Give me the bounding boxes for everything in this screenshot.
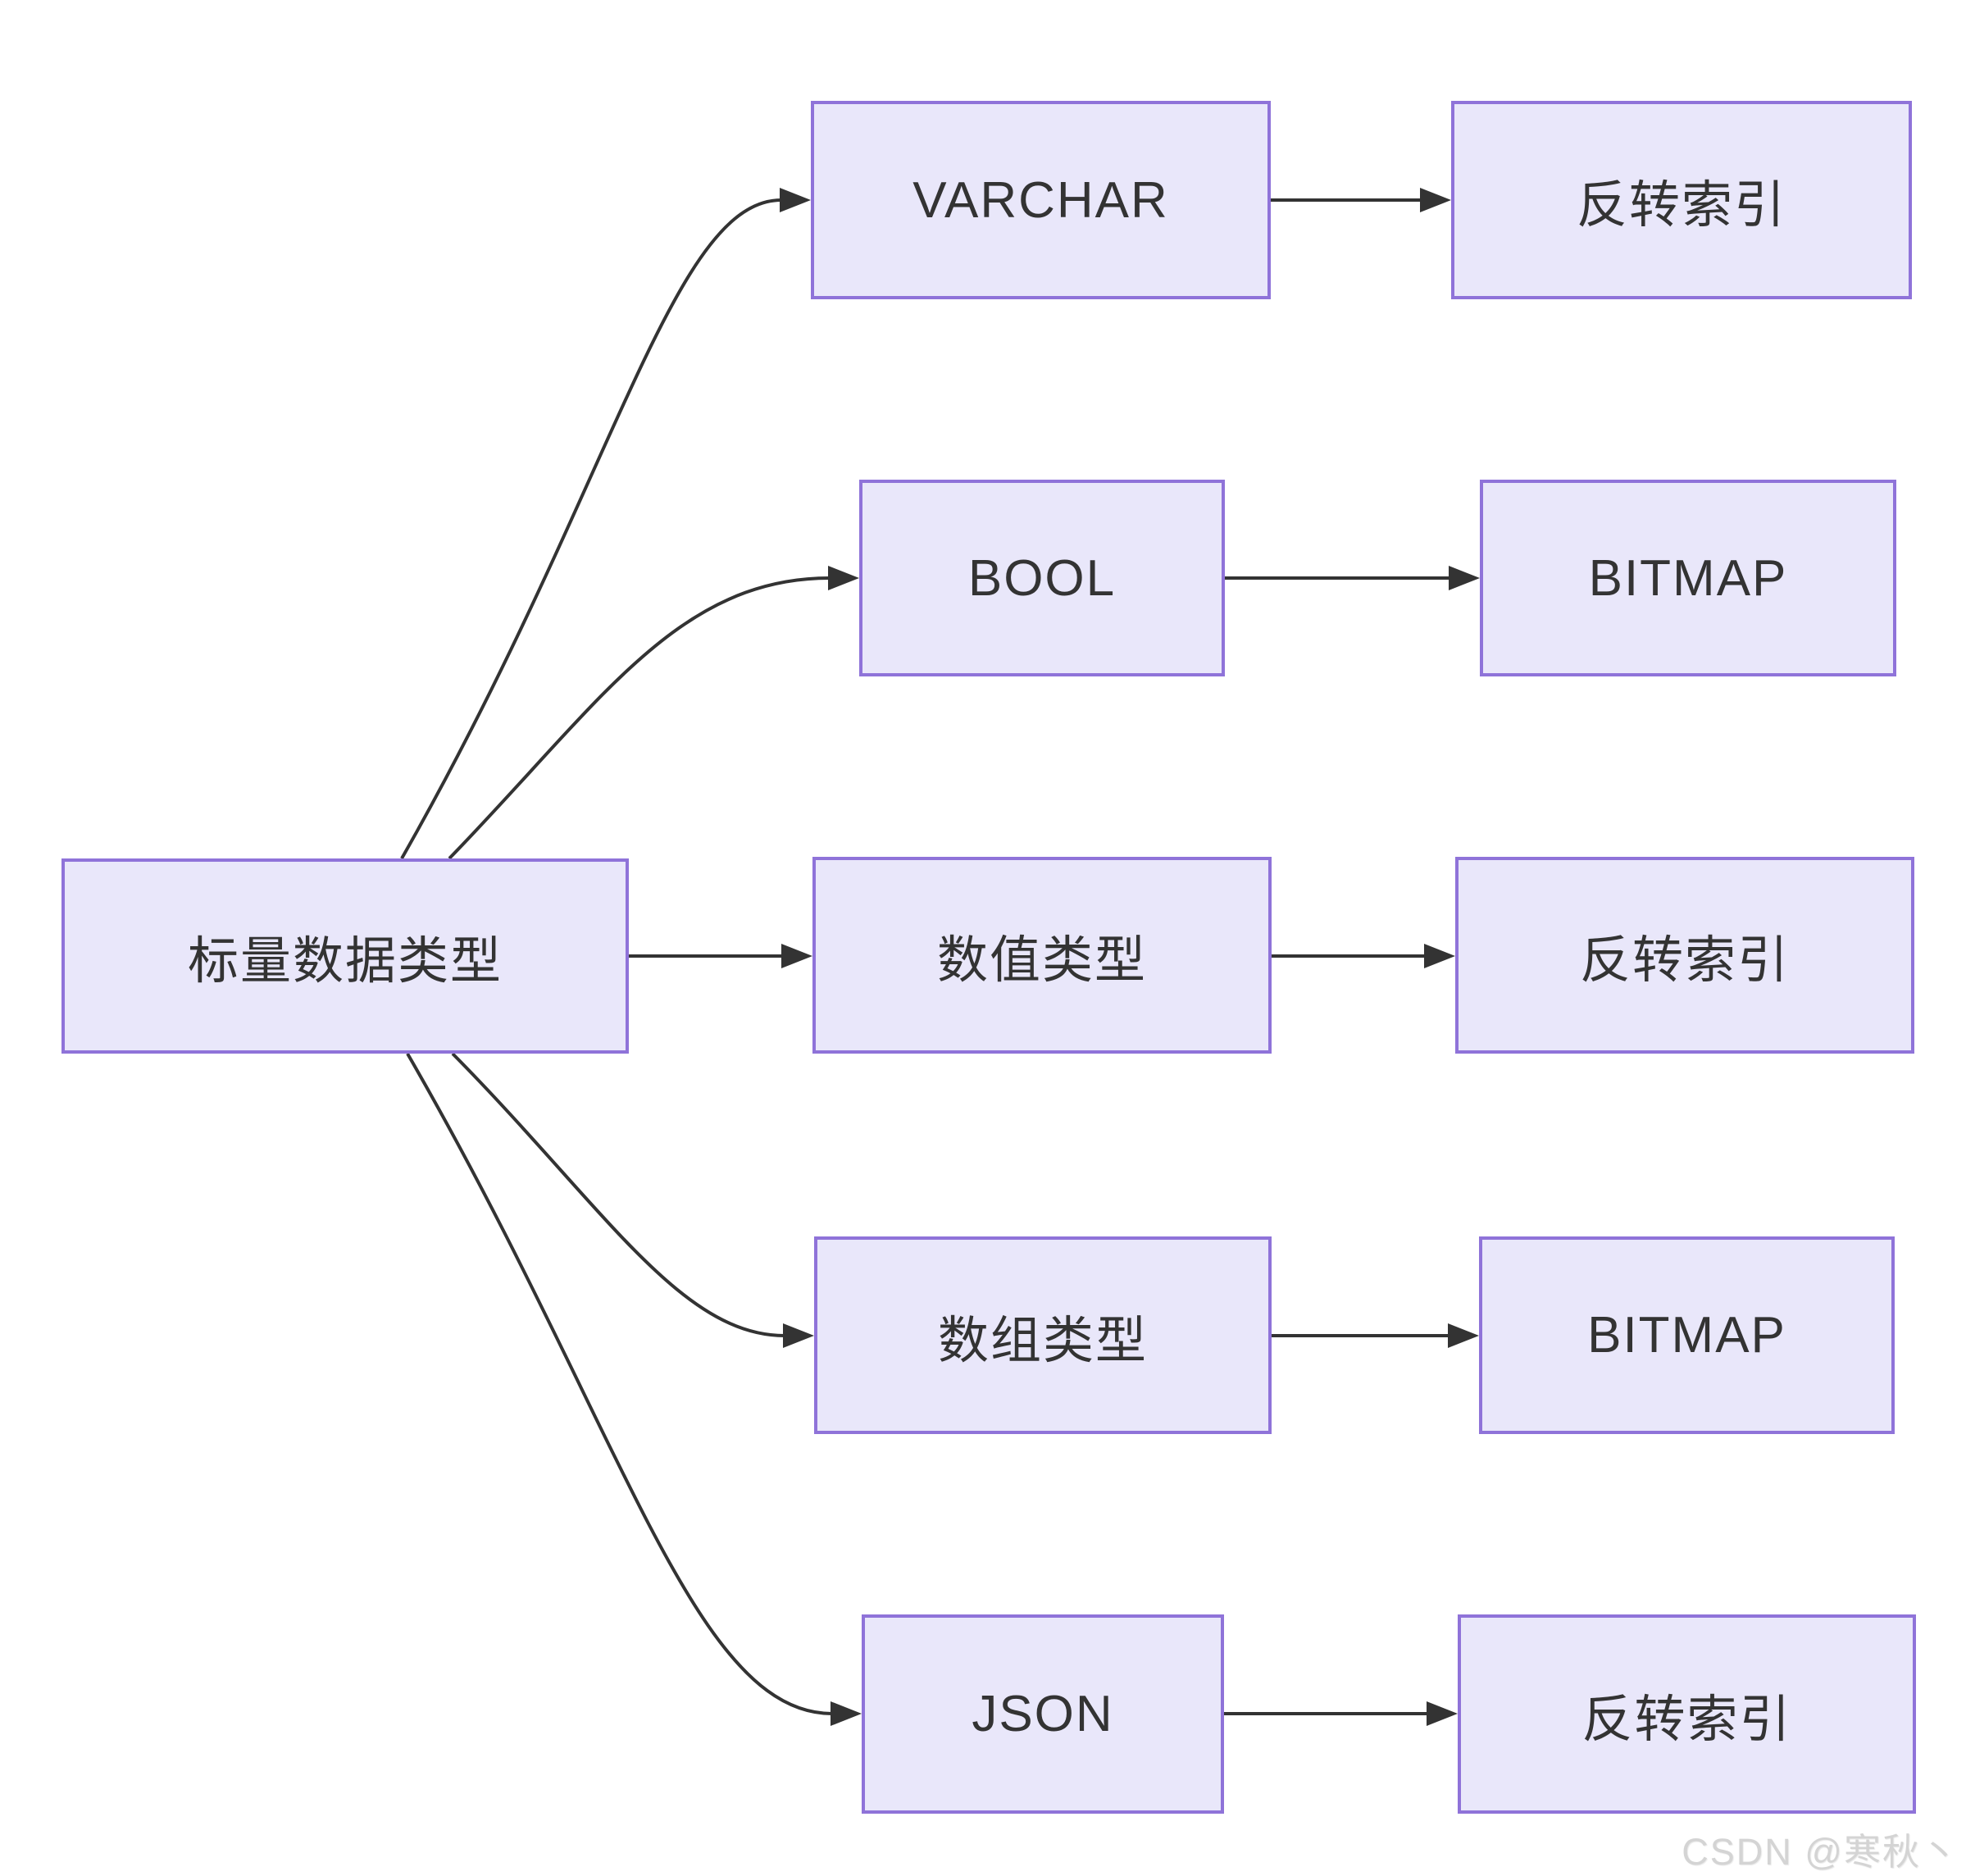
node-label: VARCHAR bbox=[912, 171, 1169, 229]
node-scalar-data-type: 标量数据类型 bbox=[61, 858, 629, 1054]
arrowhead-icon bbox=[828, 566, 859, 590]
arrowhead-icon bbox=[1449, 566, 1480, 590]
edge-root-to-varchar bbox=[400, 188, 811, 859]
edge-root-to-array bbox=[451, 1052, 814, 1348]
node-label: 标量数据类型 bbox=[187, 933, 503, 990]
edge-varchar-to-inverted-index bbox=[1271, 188, 1451, 212]
node-json: JSON bbox=[862, 1614, 1224, 1814]
edge-array-to-bitmap bbox=[1272, 1323, 1479, 1348]
node-bitmap-2: BITMAP bbox=[1479, 1236, 1895, 1434]
arrowhead-icon bbox=[1420, 188, 1451, 212]
node-bool: BOOL bbox=[859, 480, 1225, 676]
edge-root-to-bool bbox=[448, 566, 859, 860]
node-label: BITMAP bbox=[1587, 1307, 1786, 1364]
node-numeric-type: 数值类型 bbox=[812, 857, 1272, 1054]
node-label: 反转索引 bbox=[1576, 177, 1786, 234]
node-label: 数值类型 bbox=[936, 932, 1147, 989]
node-label: JSON bbox=[972, 1686, 1114, 1742]
node-inverted-index-1: 反转索引 bbox=[1451, 101, 1912, 299]
edge-json-to-inverted-index bbox=[1224, 1701, 1458, 1726]
csdn-watermark: CSDN @寒秋丶 bbox=[1682, 1831, 1959, 1873]
arrowhead-icon bbox=[1427, 1701, 1458, 1726]
node-inverted-index-2: 反转索引 bbox=[1455, 857, 1914, 1054]
node-label: BOOL bbox=[967, 549, 1117, 607]
node-label: BITMAP bbox=[1588, 549, 1788, 607]
arrowhead-icon bbox=[831, 1701, 862, 1726]
arrowhead-icon bbox=[1424, 944, 1455, 968]
edge-root-to-json bbox=[406, 1052, 862, 1726]
node-label: 反转索引 bbox=[1581, 1691, 1792, 1748]
node-array-type: 数组类型 bbox=[814, 1236, 1272, 1434]
edge-root-to-numeric bbox=[629, 944, 812, 968]
node-inverted-index-3: 反转索引 bbox=[1458, 1614, 1916, 1814]
node-label: 反转索引 bbox=[1579, 932, 1790, 989]
arrowhead-icon bbox=[781, 944, 812, 968]
edge-numeric-to-inverted-index bbox=[1272, 944, 1455, 968]
node-label: 数组类型 bbox=[937, 1312, 1148, 1369]
node-varchar: VARCHAR bbox=[811, 101, 1271, 299]
arrowhead-icon bbox=[1448, 1323, 1479, 1348]
node-bitmap-1: BITMAP bbox=[1480, 480, 1896, 676]
arrowhead-icon bbox=[783, 1323, 814, 1348]
edge-bool-to-bitmap bbox=[1225, 566, 1480, 590]
arrowhead-icon bbox=[780, 188, 811, 212]
